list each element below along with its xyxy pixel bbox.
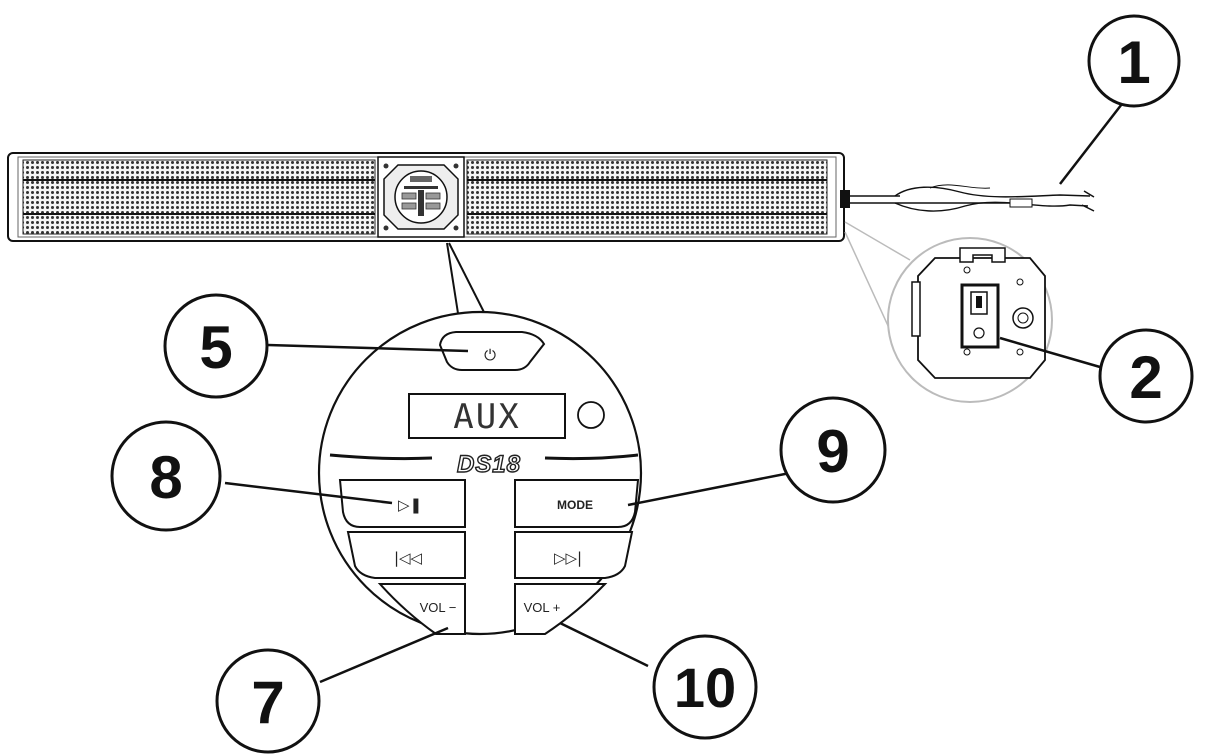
power-icon: ⏻ <box>484 346 496 364</box>
mode-label: MODE <box>557 498 593 512</box>
lcd-display: AUX <box>408 393 566 439</box>
play-pause-icon: ▷❚ <box>398 496 422 514</box>
callout-7: 7 <box>215 648 321 754</box>
soundbar <box>7 152 1010 242</box>
display-text: AUX <box>453 397 520 437</box>
usb-port-icon <box>960 283 1000 349</box>
connector-detail-view <box>844 221 1053 403</box>
svg-text:8: 8 <box>149 444 182 511</box>
play-pause-button[interactable]: ▷❚ <box>338 479 466 528</box>
mode-button[interactable]: MODE <box>514 479 640 528</box>
callout-9: 9 <box>779 396 887 504</box>
brand-logo: DS18 <box>457 451 521 478</box>
svg-text:1: 1 <box>1117 29 1150 96</box>
previous-track-button[interactable]: |◁◁ <box>346 531 466 579</box>
volume-up-label: VOL + <box>524 600 561 615</box>
center-control-unit-small <box>377 156 465 238</box>
next-track-icon: ▷▷| <box>554 549 582 567</box>
previous-track-icon: |◁◁ <box>394 549 423 567</box>
svg-text:10: 10 <box>674 656 736 719</box>
power-button[interactable]: ⏻ <box>438 331 546 371</box>
callout-8: 8 <box>110 420 222 532</box>
speaker-grille-left <box>22 159 376 235</box>
ir-sensor <box>577 401 605 429</box>
volume-down-label: VOL − <box>420 600 457 615</box>
speaker-grille-right <box>466 159 828 235</box>
wire-leads-icon <box>894 184 1095 212</box>
svg-text:5: 5 <box>199 314 232 381</box>
next-track-button[interactable]: ▷▷| <box>514 531 634 579</box>
callout-1: 1 <box>1087 14 1181 108</box>
callout-10: 10 <box>652 634 758 740</box>
svg-text:9: 9 <box>816 418 849 485</box>
svg-text:7: 7 <box>251 669 284 736</box>
leader-lines <box>224 99 1126 684</box>
volume-up-button[interactable]: VOL + <box>514 583 608 635</box>
callout-5: 5 <box>163 293 269 399</box>
callout-2: 2 <box>1098 328 1194 424</box>
volume-down-button[interactable]: VOL − <box>377 583 466 635</box>
svg-text:2: 2 <box>1129 344 1162 411</box>
control-panel: ⏻ AUX DS18 ▷❚ MODE |◁◁ ▷▷| <box>317 242 643 636</box>
